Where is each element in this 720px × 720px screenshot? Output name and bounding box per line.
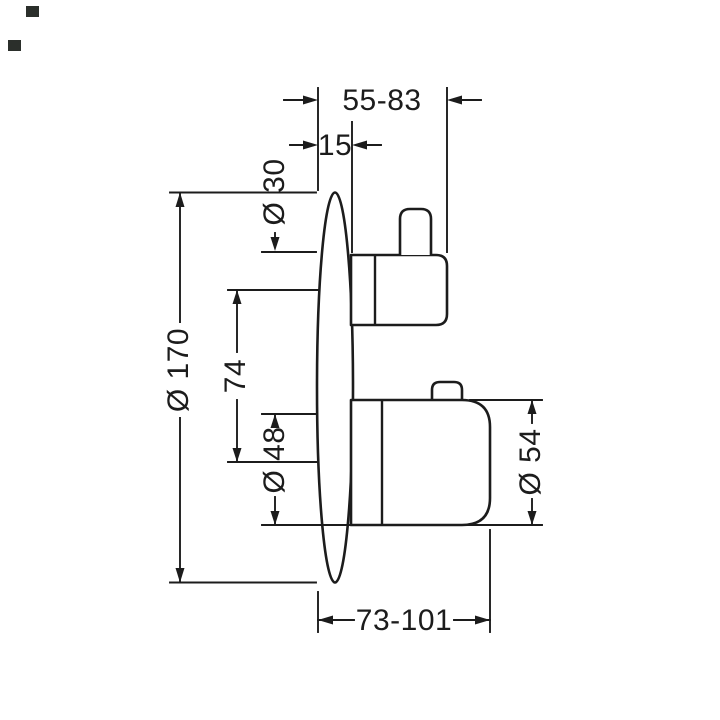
arrowhead-up-icon: [527, 400, 537, 414]
dim-handle-spacing-label: 74: [219, 359, 252, 393]
dimension-lines: [175, 95, 537, 625]
dim-plate-diameter-label: Ø 170: [162, 328, 195, 412]
arrowhead-left-icon: [318, 615, 333, 625]
upper-handle-body: [349, 253, 449, 327]
arrowhead-right-icon: [303, 95, 318, 105]
dim-spindle-diameter-label: Ø 30: [258, 158, 291, 225]
escutcheon-plate: [315, 191, 355, 584]
arrowhead-down-icon: [527, 511, 537, 525]
arrowhead-down-icon: [232, 448, 242, 462]
arrowhead-up-icon: [175, 192, 185, 207]
dim-plate-thickness-label: 15: [318, 129, 352, 162]
arrowhead-up-icon: [232, 290, 242, 304]
dim-top-depth-label: 55-83: [342, 84, 421, 117]
dim-bottom-depth-label: 73-101: [356, 604, 452, 637]
arrowhead-right-icon: [475, 615, 490, 625]
arrowhead-left-icon: [447, 95, 462, 105]
extension-lines: [169, 87, 543, 633]
lower-handle-body: [349, 398, 492, 527]
arrowhead-right-icon: [303, 140, 318, 150]
lower-handle-tab: [430, 380, 464, 400]
artifact-mark-top: [26, 6, 39, 17]
arrowhead-up-icon: [270, 414, 280, 428]
dim-lower-sleeve-diameter-label: Ø 48: [258, 426, 291, 493]
arrowhead-left-icon: [352, 140, 367, 150]
temperature-spindle-knob: [398, 207, 433, 255]
arrowhead-down-icon: [270, 237, 280, 251]
artifact-mark-left: [8, 40, 21, 51]
dim-handle-diameter-label: Ø 54: [514, 428, 547, 495]
arrowhead-down-icon: [270, 511, 280, 525]
dimension-labels: 55-83 15 Ø 30 Ø 170 74 Ø 48 Ø 54 73-101: [162, 84, 547, 637]
arrowhead-down-icon: [175, 568, 185, 583]
valve-body: [315, 191, 492, 584]
